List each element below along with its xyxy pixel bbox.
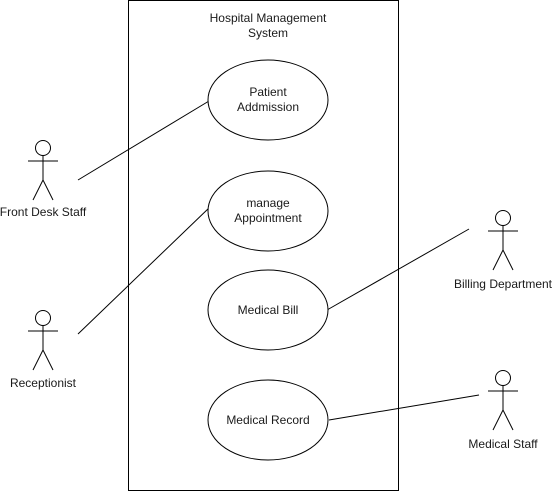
stick-figure-icon xyxy=(28,310,58,371)
use-case-label-line-2: Addmission xyxy=(237,100,299,114)
use-case-label: Medical Record xyxy=(226,413,309,427)
associations xyxy=(77,100,480,421)
actor-label: Receptionist xyxy=(10,376,77,390)
use-case-ellipse xyxy=(207,379,329,461)
actor-label: Medical Staff xyxy=(468,437,538,451)
use-case-patient-admission[interactable]: Patient Addmission xyxy=(207,59,329,141)
actor-label: Front Desk Staff xyxy=(0,205,87,219)
actor-label: Billing Department xyxy=(454,277,553,291)
actor-front-desk-staff[interactable]: Front Desk Staff xyxy=(0,140,87,220)
use-case-manage-appointment[interactable]: manage Appointment xyxy=(207,170,329,252)
use-case-medical-record[interactable]: Medical Record xyxy=(207,379,329,461)
association-front-desk-patient-admission[interactable] xyxy=(77,100,210,181)
stick-figure-icon xyxy=(488,370,518,431)
actor-medical-staff[interactable]: Medical Staff xyxy=(468,370,538,452)
use-case-ellipse xyxy=(207,170,329,252)
actor-receptionist[interactable]: Receptionist xyxy=(10,310,77,391)
use-case-medical-bill[interactable]: Medical Bill xyxy=(207,269,329,351)
stick-figure-icon xyxy=(488,210,518,271)
association-billing-medical-bill[interactable] xyxy=(326,228,470,311)
use-case-label-line-1: manage xyxy=(246,196,290,210)
system-title-line-1: Hospital Management xyxy=(210,11,327,25)
association-medical-staff-medical-record[interactable] xyxy=(328,394,480,421)
use-case-ellipse xyxy=(207,59,329,141)
stick-figure-icon xyxy=(28,140,58,201)
use-case-label-line-1: Patient xyxy=(249,85,287,99)
use-case-ellipse xyxy=(207,269,329,351)
use-case-label: Medical Bill xyxy=(238,303,299,317)
system-title-line-2: System xyxy=(248,26,288,40)
use-case-label-line-2: Appointment xyxy=(234,211,302,225)
actor-billing-department[interactable]: Billing Department xyxy=(454,210,553,292)
association-receptionist-manage-appointment[interactable] xyxy=(77,206,211,335)
